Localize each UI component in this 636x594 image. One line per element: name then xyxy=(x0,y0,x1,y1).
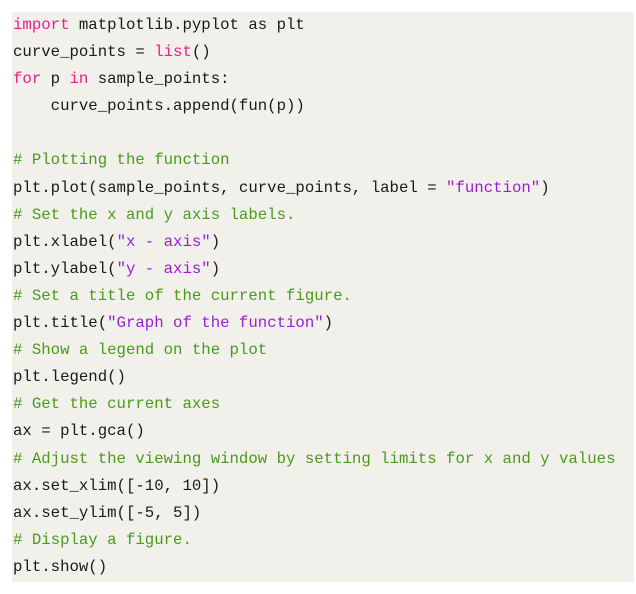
code-line: plt.legend() xyxy=(12,364,634,391)
comment-token: # Set a title of the current figure. xyxy=(13,286,352,305)
comment-token: # Plotting the function xyxy=(13,151,230,170)
string-token: "x - axis" xyxy=(116,232,211,251)
keyword-token: list xyxy=(154,43,192,62)
comment-token: # Set the x and y axis labels. xyxy=(13,205,296,224)
code-line: ax.set_ylim([-5, 5]) xyxy=(12,500,634,527)
keyword-token: for xyxy=(13,70,42,89)
code-token: matplotlib.pyplot as plt xyxy=(69,16,305,34)
code-token: ) xyxy=(210,232,221,251)
code-line: # Set a title of the current figure. xyxy=(12,283,634,310)
code-token: ax = plt.gca() xyxy=(13,422,145,441)
code-line: # Set the x and y axis labels. xyxy=(12,202,634,229)
code-token: plt.xlabel( xyxy=(13,232,117,251)
code-line: for p in sample_points: xyxy=(12,66,634,93)
code-line: # Plotting the function xyxy=(12,147,634,174)
code-token: sample_points: xyxy=(88,70,230,89)
code-line: # Get the current axes xyxy=(12,391,634,418)
code-line: # Adjust the viewing window by setting l… xyxy=(12,446,634,473)
code-token: ) xyxy=(323,314,334,333)
code-token: curve_points.append(fun(p)) xyxy=(13,97,305,116)
code-line xyxy=(12,120,634,147)
code-line: plt.title("Graph of the function") xyxy=(12,310,634,337)
code-token: plt.legend() xyxy=(13,368,126,387)
string-token: "Graph of the function" xyxy=(107,314,324,333)
comment-token: # Display a figure. xyxy=(13,530,192,549)
code-line: plt.show() xyxy=(12,554,634,581)
code-line: curve_points = list() xyxy=(12,39,634,66)
code-token: ax.set_xlim([-10, 10]) xyxy=(13,476,221,495)
code-line: ax.set_xlim([-10, 10]) xyxy=(12,473,634,500)
code-token: () xyxy=(191,43,211,62)
code-line: import matplotlib.pyplot as plt xyxy=(12,12,634,39)
keyword-token: in xyxy=(69,70,89,89)
comment-token: # Show a legend on the plot xyxy=(13,341,268,360)
keyword-token: import xyxy=(13,16,70,34)
code-token: p xyxy=(41,70,70,89)
string-token: "y - axis" xyxy=(116,259,211,278)
code-line: # Show a legend on the plot xyxy=(12,337,634,364)
code-token: ) xyxy=(540,178,550,197)
code-line: curve_points.append(fun(p)) xyxy=(12,93,634,120)
code-line: plt.xlabel("x - axis") xyxy=(12,229,634,256)
code-token: plt.ylabel( xyxy=(13,259,117,278)
code-line: plt.ylabel("y - axis") xyxy=(12,256,634,283)
code-token: ax.set_ylim([-5, 5]) xyxy=(13,503,202,522)
code-token: plt.title( xyxy=(13,314,108,333)
code-token: plt.show() xyxy=(13,557,108,576)
code-line: ax = plt.gca() xyxy=(12,418,634,445)
string-token: "function" xyxy=(446,178,541,197)
code-token: plt.plot(sample_points, curve_points, la… xyxy=(13,178,447,197)
code-line: # Display a figure. xyxy=(12,527,634,554)
code-line: plt.plot(sample_points, curve_points, la… xyxy=(12,175,634,202)
comment-token: # Adjust the viewing window by setting l… xyxy=(13,449,616,468)
code-token: ) xyxy=(210,259,221,278)
code-token: curve_points = xyxy=(13,43,155,62)
comment-token: # Get the current axes xyxy=(13,395,221,414)
